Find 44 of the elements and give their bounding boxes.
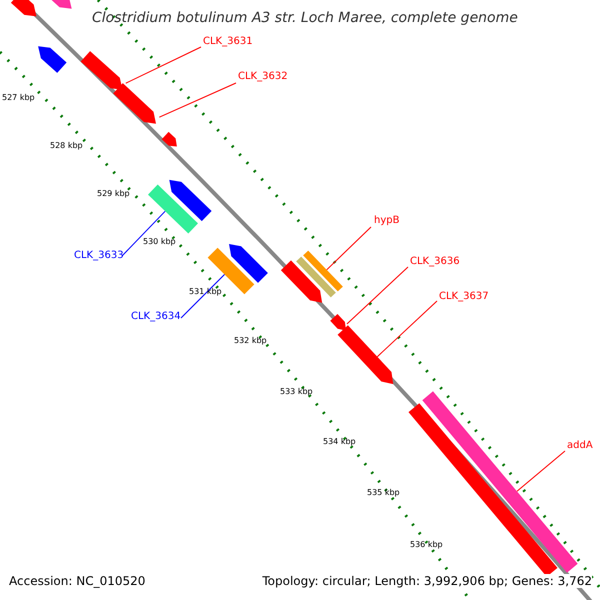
leader-line	[158, 82, 236, 118]
leader-line	[125, 46, 202, 84]
gene-segment	[330, 314, 346, 331]
gene-segment	[169, 180, 212, 222]
gene-segment	[229, 244, 268, 283]
tick-label: 536 kbp	[410, 541, 443, 549]
tick-label: 528 kbp	[50, 142, 83, 150]
genome-summary: Topology: circular; Length: 3,992,906 bp; Genes: 3,762	[262, 574, 592, 588]
gene-segment	[113, 83, 156, 124]
leader-line	[180, 274, 226, 318]
leader-line	[516, 450, 566, 492]
gene-label: CLK_3637	[439, 292, 489, 302]
gene-band	[303, 250, 343, 292]
diagram-title: Clostridium botulinum A3 str. Loch Maree, complete genome	[92, 11, 518, 25]
tick-label: 534 kbp	[323, 438, 356, 446]
leader-line	[122, 210, 166, 256]
tick-label: 531 kbp	[189, 288, 222, 296]
gene-label: CLK_3632	[238, 72, 288, 82]
gene-band	[208, 248, 254, 294]
tick-label: 530 kbp	[143, 238, 176, 246]
tick-label: 527 kbp	[2, 94, 35, 102]
gene-segment	[280, 260, 322, 303]
gene-label: CLK_3634	[131, 312, 181, 322]
gene-label: addA	[567, 441, 593, 451]
tick-label: 535 kbp	[367, 489, 400, 497]
leader-line	[326, 226, 372, 270]
gene-label: hypB	[374, 216, 400, 226]
tick-label: 532 kbp	[234, 337, 267, 345]
tick-label: 529 kbp	[97, 190, 130, 198]
leader-line	[376, 300, 438, 358]
gene-label: CLK_3636	[410, 257, 460, 267]
gene-band	[408, 403, 558, 577]
gene-segment	[338, 325, 394, 384]
gene-segment	[162, 132, 177, 146]
gene-label: CLK_3631	[203, 37, 253, 47]
accession-text: Accession: NC_010520	[9, 574, 146, 588]
gene-segment	[38, 46, 67, 73]
gene-band	[296, 256, 336, 298]
leader-line	[346, 266, 408, 324]
gene-segment	[10, 0, 36, 16]
tick-label: 533 kbp	[280, 388, 313, 396]
gene-label: CLK_3633	[74, 251, 124, 261]
gene-segment	[80, 51, 123, 90]
gene-band	[148, 184, 198, 234]
